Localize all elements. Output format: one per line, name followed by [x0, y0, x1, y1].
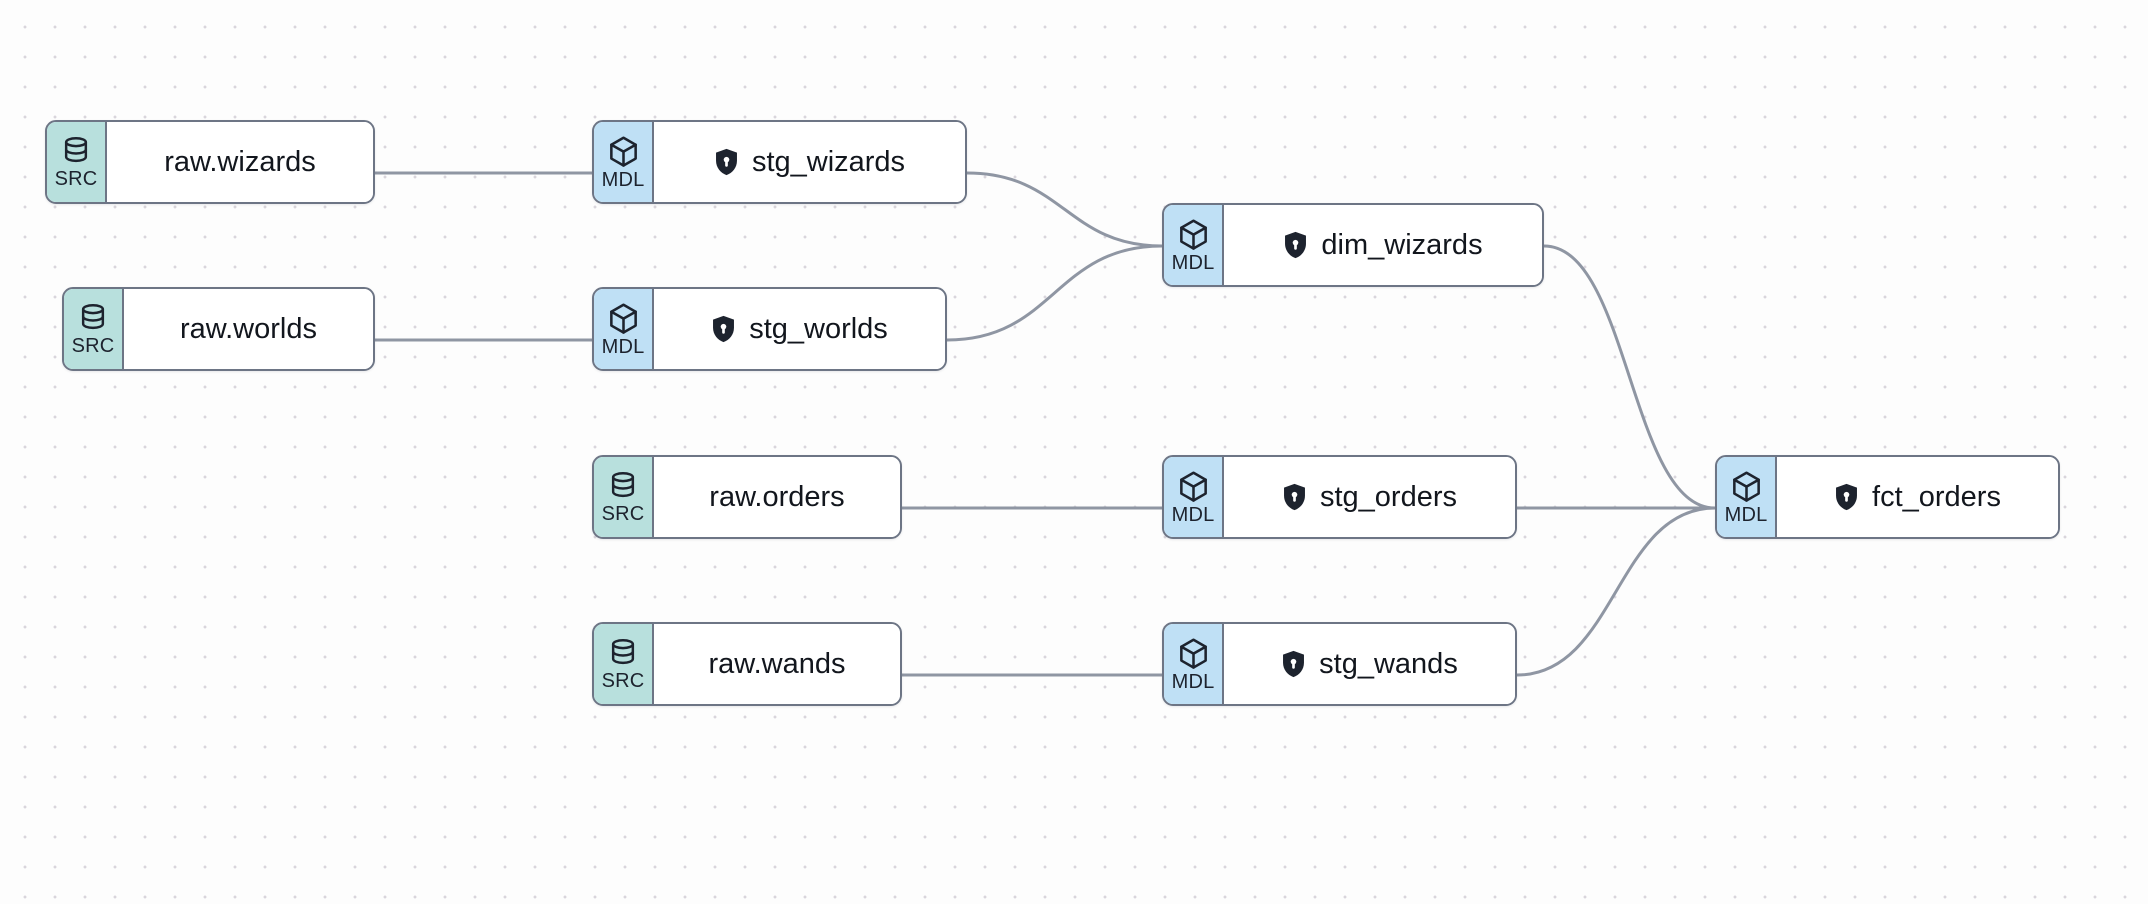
- cube-icon: [1177, 637, 1210, 671]
- node-fct_orders[interactable]: MDL fct_orders: [1715, 455, 2060, 539]
- node-stg_orders[interactable]: MDL stg_orders: [1162, 455, 1517, 539]
- node-badge-mdl: MDL: [1717, 457, 1777, 537]
- shield-icon: [714, 148, 739, 176]
- node-stg_wands[interactable]: MDL stg_wands: [1162, 622, 1517, 706]
- edge-stg_wizards-to-dim_wizards[interactable]: [965, 171, 1164, 248]
- node-stg_wizards[interactable]: MDL stg_wizards: [592, 120, 967, 204]
- node-kind-label: SRC: [54, 167, 98, 190]
- node-kind-label: MDL: [1171, 503, 1215, 526]
- node-label: raw.wizards: [164, 145, 316, 178]
- node-stg_worlds[interactable]: MDL stg_worlds: [592, 287, 947, 371]
- node-badge-mdl: MDL: [594, 289, 654, 369]
- node-label: stg_wizards: [751, 145, 906, 178]
- node-badge-mdl: MDL: [1164, 205, 1224, 285]
- node-raw_wizards[interactable]: SRC raw.wizards: [45, 120, 375, 204]
- node-kind-label: SRC: [71, 334, 115, 357]
- edge-stg_worlds-to-dim_wizards[interactable]: [945, 244, 1164, 342]
- node-kind-label: MDL: [1171, 670, 1215, 693]
- cube-icon: [607, 302, 640, 336]
- node-body: dim_wizards: [1224, 205, 1542, 285]
- cube-icon: [607, 135, 640, 169]
- node-badge-src: SRC: [47, 122, 107, 202]
- node-label: raw.worlds: [180, 312, 317, 345]
- node-badge-src: SRC: [594, 624, 654, 704]
- node-badge-mdl: MDL: [594, 122, 654, 202]
- node-body: stg_wands: [1224, 624, 1515, 704]
- database-icon: [78, 303, 108, 335]
- node-label: stg_wands: [1319, 647, 1458, 680]
- shield-icon: [1281, 650, 1306, 678]
- node-dim_wizards[interactable]: MDL dim_wizards: [1162, 203, 1544, 287]
- node-body: stg_orders: [1224, 457, 1515, 537]
- node-body: raw.wands: [654, 624, 900, 704]
- node-badge-mdl: MDL: [1164, 457, 1224, 537]
- node-body: raw.wizards: [107, 122, 373, 202]
- node-body: raw.orders: [654, 457, 900, 537]
- database-icon: [61, 136, 91, 168]
- node-kind-label: MDL: [1724, 503, 1768, 526]
- shield-icon: [1283, 231, 1308, 259]
- database-icon: [608, 471, 638, 503]
- node-label: dim_wizards: [1321, 228, 1483, 261]
- node-body: stg_wizards: [654, 122, 965, 202]
- node-kind-label: MDL: [1171, 251, 1215, 274]
- shield-icon: [711, 315, 736, 343]
- node-badge-src: SRC: [64, 289, 124, 369]
- node-raw_orders[interactable]: SRC raw.orders: [592, 455, 902, 539]
- node-kind-label: MDL: [601, 168, 645, 191]
- edge-dim_wizards-to-fct_orders[interactable]: [1542, 244, 1717, 510]
- edge-stg_wands-to-fct_orders[interactable]: [1515, 506, 1717, 677]
- node-raw_worlds[interactable]: SRC raw.worlds: [62, 287, 375, 371]
- node-label: fct_orders: [1872, 480, 2001, 513]
- node-badge-src: SRC: [594, 457, 654, 537]
- node-kind-label: SRC: [601, 669, 645, 692]
- node-label: raw.orders: [709, 480, 845, 513]
- node-label: stg_worlds: [749, 312, 888, 345]
- cube-icon: [1730, 470, 1763, 504]
- database-icon: [608, 638, 638, 670]
- node-label: raw.wands: [708, 647, 846, 680]
- node-kind-label: MDL: [601, 335, 645, 358]
- cube-icon: [1177, 218, 1210, 252]
- node-badge-mdl: MDL: [1164, 624, 1224, 704]
- node-body: fct_orders: [1777, 457, 2058, 537]
- node-label: stg_orders: [1319, 480, 1457, 513]
- node-raw_wands[interactable]: SRC raw.wands: [592, 622, 902, 706]
- shield-icon: [1282, 483, 1307, 511]
- node-kind-label: SRC: [601, 502, 645, 525]
- cube-icon: [1177, 470, 1210, 504]
- node-body: stg_worlds: [654, 289, 945, 369]
- shield-icon: [1834, 483, 1859, 511]
- node-body: raw.worlds: [124, 289, 373, 369]
